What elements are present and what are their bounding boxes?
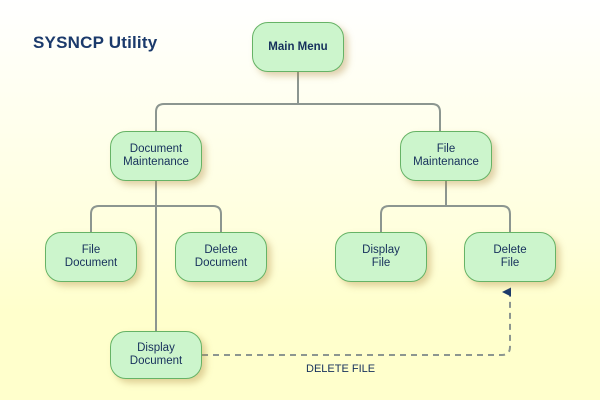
node-display-document-label: Display Document <box>129 342 183 367</box>
edge-display-document-to-delete-file-dashed <box>202 287 511 356</box>
node-document-maintenance-label: Document Maintenance <box>123 143 189 168</box>
edge-file-maintenance-to-children <box>380 205 511 232</box>
edge-label-delete-file: DELETE FILE <box>306 363 376 375</box>
node-delete-document-label: Delete Document <box>194 244 248 269</box>
node-file-maintenance-label: File Maintenance <box>413 143 479 168</box>
page-title: SYSNCP Utility <box>33 33 158 52</box>
node-delete-file[interactable]: Delete File <box>464 232 556 282</box>
node-document-maintenance[interactable]: Document Maintenance <box>110 131 202 181</box>
node-display-file[interactable]: Display File <box>335 232 427 282</box>
node-delete-document[interactable]: Delete Document <box>175 232 267 282</box>
node-file-document-label: File Document <box>64 244 118 269</box>
node-display-file-label: Display File <box>362 244 400 269</box>
node-main-menu-label: Main Menu <box>268 40 328 53</box>
edge-main-menu-to-level1 <box>155 103 441 131</box>
node-delete-file-label: Delete File <box>493 244 527 269</box>
node-main-menu[interactable]: Main Menu <box>252 22 344 72</box>
node-file-document[interactable]: File Document <box>45 232 137 282</box>
node-display-document[interactable]: Display Document <box>110 331 202 379</box>
node-file-maintenance[interactable]: File Maintenance <box>400 131 492 181</box>
